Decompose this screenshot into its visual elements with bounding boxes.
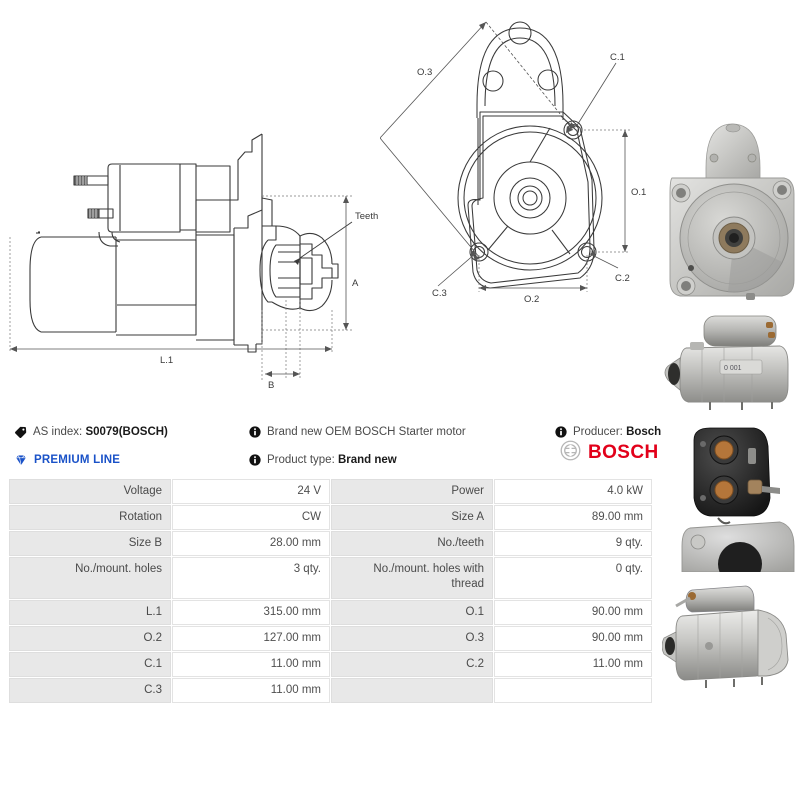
- svg-text:0 001: 0 001: [724, 365, 742, 372]
- spec-value: 11.00 mm: [172, 678, 330, 703]
- product-type-info: Product type: Brand new: [249, 448, 397, 472]
- premium-line-label: PREMIUM LINE: [34, 454, 121, 466]
- product-description-label: Brand new OEM BOSCH Starter motor: [267, 426, 466, 438]
- dim-label-b: B: [268, 380, 274, 391]
- product-description-info: Brand new OEM BOSCH Starter motor: [249, 420, 466, 444]
- dim-label-a: A: [352, 278, 359, 289]
- spec-label: No./teeth: [331, 531, 493, 556]
- spec-label: L.1: [9, 600, 171, 625]
- spec-value: 28.00 mm: [172, 531, 330, 556]
- table-row: C.1 11.00 mm C.2 11.00 mm: [9, 652, 652, 677]
- spec-label: No./mount. holes with thread: [331, 557, 493, 599]
- spec-value: 9 qty.: [494, 531, 652, 556]
- spec-value: 0 qty.: [494, 557, 652, 599]
- product-photo-solenoid-terminals[interactable]: [662, 422, 800, 572]
- spec-label: No./mount. holes: [9, 557, 171, 599]
- producer-info: Producer: Bosch: [555, 420, 661, 444]
- spec-label: C.3: [9, 678, 171, 703]
- spec-label: Size A: [331, 505, 493, 530]
- spec-value: [494, 678, 652, 703]
- table-row: Size B 28.00 mm No./teeth 9 qty.: [9, 531, 652, 556]
- spec-label: Power: [331, 479, 493, 504]
- dim-label-l1: L.1: [160, 355, 173, 366]
- spec-label: O.2: [9, 626, 171, 651]
- spec-label: [331, 678, 493, 703]
- dim-label-c1: C.1: [610, 52, 625, 63]
- diamond-icon: [14, 453, 28, 467]
- dim-label-o2: O.2: [524, 294, 539, 305]
- spec-value: 90.00 mm: [494, 626, 652, 651]
- spec-value: CW: [172, 505, 330, 530]
- premium-line-badge: PREMIUM LINE: [14, 448, 120, 472]
- spec-value: 89.00 mm: [494, 505, 652, 530]
- spec-value: 11.00 mm: [494, 652, 652, 677]
- specifications-table: Voltage 24 V Power 4.0 kW Rotation CW Si…: [8, 478, 653, 704]
- spec-label: Size B: [9, 531, 171, 556]
- table-row: No./mount. holes 3 qty. No./mount. holes…: [9, 557, 652, 599]
- spec-value: 315.00 mm: [172, 600, 330, 625]
- bosch-brand-logo: BOSCH: [560, 440, 659, 466]
- info-row-secondary: Product type: Brand new: [0, 448, 660, 472]
- spec-label: Voltage: [9, 479, 171, 504]
- product-photo-drive-end[interactable]: [662, 112, 800, 304]
- product-photo-strip: 0 001: [662, 112, 800, 692]
- spec-value: 24 V: [172, 479, 330, 504]
- info-row-primary: AS index: S0079(BOSCH) Brand new OEM BOS…: [0, 420, 661, 444]
- bosch-wordmark: BOSCH: [588, 442, 659, 463]
- spec-label: O.1: [331, 600, 493, 625]
- tag-icon: [14, 426, 27, 439]
- dim-label-teeth: Teeth: [355, 211, 378, 222]
- table-row: Voltage 24 V Power 4.0 kW: [9, 479, 652, 504]
- spec-label: Rotation: [9, 505, 171, 530]
- specifications-table-body: Voltage 24 V Power 4.0 kW Rotation CW Si…: [9, 479, 652, 703]
- spec-value: 11.00 mm: [172, 652, 330, 677]
- table-row: Rotation CW Size A 89.00 mm: [9, 505, 652, 530]
- table-row: L.1 315.00 mm O.1 90.00 mm: [9, 600, 652, 625]
- producer-label: Producer:: [573, 426, 623, 438]
- bosch-armature-icon: [560, 440, 581, 466]
- info-icon: [555, 426, 567, 438]
- as-index-info: AS index: S0079(BOSCH): [14, 420, 168, 444]
- dim-label-o3: O.3: [417, 67, 432, 78]
- product-photo-three-quarter[interactable]: [662, 576, 800, 692]
- dim-label-o1: O.1: [631, 187, 646, 198]
- spec-value: 3 qty.: [172, 557, 330, 599]
- spec-value: 90.00 mm: [494, 600, 652, 625]
- technical-drawings: Teeth A L.1: [0, 0, 660, 412]
- side-view-drawing: Teeth A L.1: [9, 133, 378, 391]
- product-photo-side-profile[interactable]: 0 001: [662, 308, 800, 418]
- info-icon: [249, 454, 261, 466]
- table-row: O.2 127.00 mm O.3 90.00 mm: [9, 626, 652, 651]
- table-row: C.3 11.00 mm: [9, 678, 652, 703]
- producer-value: Bosch: [626, 426, 662, 438]
- spec-label: C.1: [9, 652, 171, 677]
- spec-value: 4.0 kW: [494, 479, 652, 504]
- as-index-value: S0079(BOSCH): [85, 426, 168, 438]
- product-type-value: Brand new: [337, 454, 397, 466]
- product-info-block: AS index: S0079(BOSCH) Brand new OEM BOS…: [0, 418, 661, 476]
- as-index-label: AS index:: [33, 426, 83, 438]
- dim-label-c2: C.2: [615, 273, 630, 284]
- dim-label-c3: C.3: [432, 288, 447, 299]
- info-icon: [249, 426, 261, 438]
- spec-value: 127.00 mm: [172, 626, 330, 651]
- spec-label: O.3: [331, 626, 493, 651]
- spec-label: C.2: [331, 652, 493, 677]
- front-view-drawing: O.3 C.1 C.2 C.3 O.1: [380, 21, 646, 305]
- product-type-label: Product type:: [267, 454, 335, 466]
